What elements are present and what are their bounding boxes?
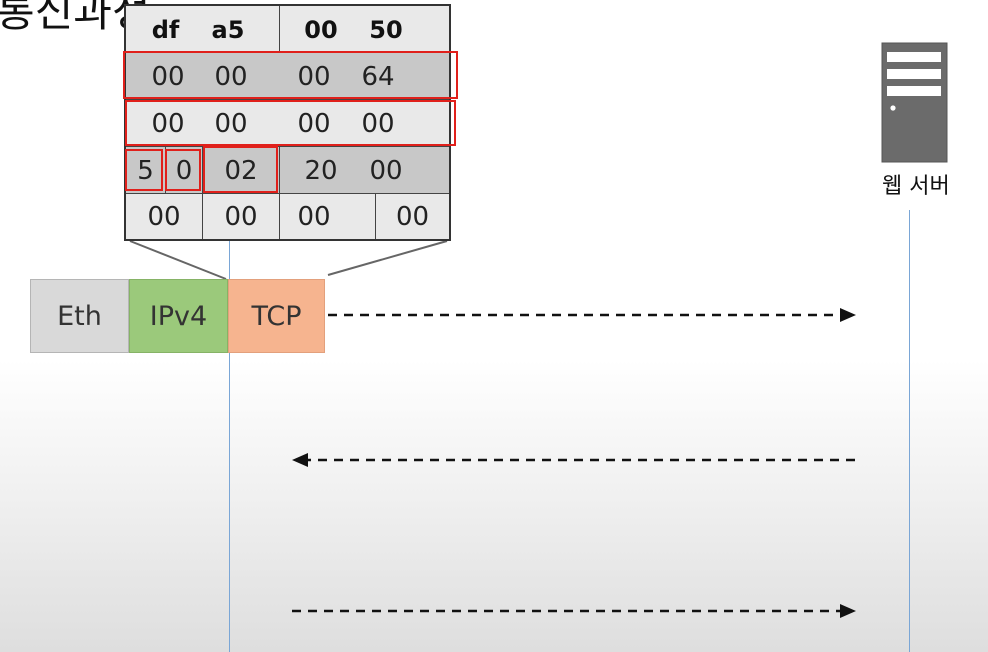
cell-r4-flags: 02 [224, 155, 258, 186]
server-label: 웹 서버 [882, 174, 950, 199]
cell-r5-c2: 00 [224, 201, 258, 232]
cell-r1-c4: 50 [369, 15, 403, 44]
col-divider-row5-b [279, 194, 280, 239]
row5-bg [126, 194, 449, 239]
row2-bg [126, 53, 449, 100]
col-divider-row4-b [202, 147, 203, 194]
arrow-request-head [840, 308, 856, 322]
cell-r2-c3: 00 [297, 61, 331, 92]
highlight-reserved [165, 149, 201, 191]
cell-r3-c3: 00 [297, 108, 331, 139]
highlight-flags [203, 146, 278, 193]
cell-r4-window-lo: 00 [369, 155, 403, 186]
cell-r2-c1: 00 [151, 61, 185, 92]
col-divider-row5-a [202, 194, 203, 239]
zoom-line-left [129, 240, 227, 280]
cell-r5-c4: 00 [395, 201, 430, 232]
client-timeline [229, 241, 230, 652]
cell-r3-c1: 00 [151, 108, 185, 139]
packet-eth: Eth [30, 279, 129, 353]
cell-r4-header-length: 5 [137, 155, 154, 186]
highlight-seq-number [123, 51, 458, 99]
cell-r5-c3: 00 [297, 201, 331, 232]
cell-r2-c2: 00 [214, 61, 248, 92]
highlight-header-length [125, 149, 163, 191]
cell-r4-reserved: 0 [175, 155, 193, 186]
cell-r4-window-hi: 20 [304, 155, 338, 186]
cell-r3-c2: 00 [214, 108, 248, 139]
highlight-ack-number [125, 100, 456, 146]
cell-r2-c4: 64 [361, 61, 395, 92]
cell-r3-c4: 00 [361, 108, 395, 139]
cell-r5-c1: 00 [147, 201, 181, 232]
packet-ipv4: IPv4 [129, 279, 228, 353]
packet-tcp: TCP [228, 279, 325, 353]
arrow-ack-head [840, 604, 856, 618]
server-timeline [909, 210, 910, 652]
row3-bg [126, 100, 449, 147]
row4-bg [126, 147, 449, 194]
cell-r1-c1: df [151, 15, 180, 44]
zoom-line-right [327, 240, 448, 276]
cell-r1-c2: a5 [211, 15, 245, 44]
col-divider-row4-c [279, 147, 280, 194]
cell-r1-c3: 00 [304, 15, 338, 44]
arrow-response-head [292, 453, 308, 467]
col-divider-row5-c [375, 194, 376, 239]
tcp-header-table: df a5 00 50 00 00 00 64 00 00 00 00 5 0 … [124, 4, 451, 241]
col-divider-mid-row1 [279, 6, 280, 53]
